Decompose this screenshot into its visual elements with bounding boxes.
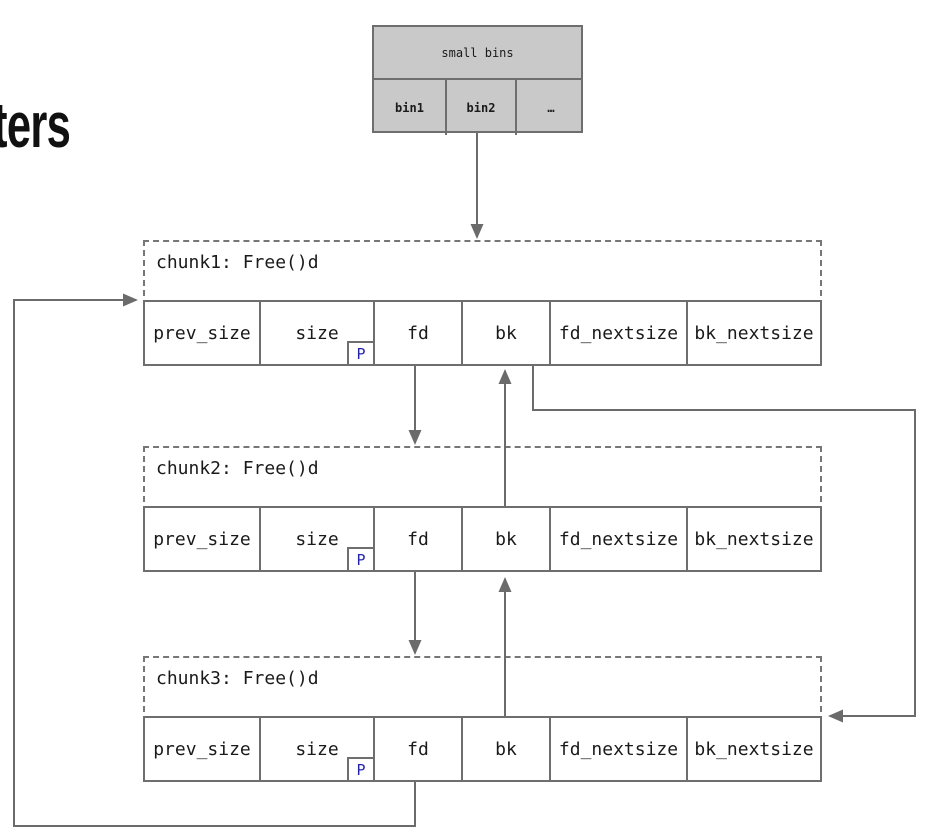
chunk3-prev-inuse-flag: P: [347, 757, 373, 780]
bin1-cell: bin1: [395, 100, 424, 115]
chunk1-bk-nextsize-cell: bk_nextsize: [686, 302, 820, 364]
chunk1-fd-cell: fd: [373, 302, 461, 364]
chunk3-box: chunk3: Free()d prev_size size P fd bk f…: [143, 656, 822, 782]
chunk2-bk-cell: bk: [461, 508, 549, 570]
chunk3-size-cell: size P: [259, 718, 373, 780]
chunk3-size-label: size: [295, 738, 339, 760]
chunk2-fields-row: prev_size size P fd bk fd_nextsize bk_ne…: [143, 506, 822, 572]
chunk2-size-label: size: [295, 528, 339, 550]
bin2-cell: bin2: [445, 80, 515, 135]
chunk1-bk-cell: bk: [461, 302, 549, 364]
chunk2-fd-nextsize-cell: fd_nextsize: [549, 508, 686, 570]
chunk3-fd-nextsize-cell: fd_nextsize: [549, 718, 686, 780]
chunk2-prev-size-cell: prev_size: [153, 528, 251, 550]
chunk1-fields-row: prev_size size P fd bk fd_nextsize bk_ne…: [143, 300, 822, 366]
chunk2-bk-nextsize-cell: bk_nextsize: [686, 508, 820, 570]
chunk1-label: chunk1: Free()d: [156, 252, 319, 273]
small-bins-row: bin1 bin2 …: [374, 80, 581, 135]
chunk3-bk-cell: bk: [461, 718, 549, 780]
chunk1-fd-nextsize-cell: fd_nextsize: [549, 302, 686, 364]
chunk2-label: chunk2: Free()d: [156, 458, 319, 479]
chunk1-prev-inuse-flag: P: [347, 341, 373, 364]
chunk1-prev-size-cell: prev_size: [153, 322, 251, 344]
chunk3-fd-cell: fd: [373, 718, 461, 780]
chunk3-prev-size-cell: prev_size: [153, 738, 251, 760]
chunk1-box: chunk1: Free()d prev_size size P fd bk f…: [143, 240, 822, 366]
chunk1-size-cell: size P: [259, 302, 373, 364]
chunk2-box: chunk2: Free()d prev_size size P fd bk f…: [143, 446, 822, 572]
page-title-fragment: ters: [0, 89, 71, 161]
chunk2-prev-inuse-flag: P: [347, 547, 373, 570]
chunk3-label: chunk3: Free()d: [156, 668, 319, 689]
small-bins-header: small bins: [374, 27, 581, 80]
chunk3-bk-nextsize-cell: bk_nextsize: [686, 718, 820, 780]
chunk2-size-cell: size P: [259, 508, 373, 570]
bin-ellipsis-cell: …: [515, 80, 585, 135]
small-bins-table: small bins bin1 bin2 …: [372, 25, 583, 135]
chunk3-fields-row: prev_size size P fd bk fd_nextsize bk_ne…: [143, 716, 822, 782]
chunk1-size-label: size: [295, 322, 339, 344]
chunk2-fd-cell: fd: [373, 508, 461, 570]
